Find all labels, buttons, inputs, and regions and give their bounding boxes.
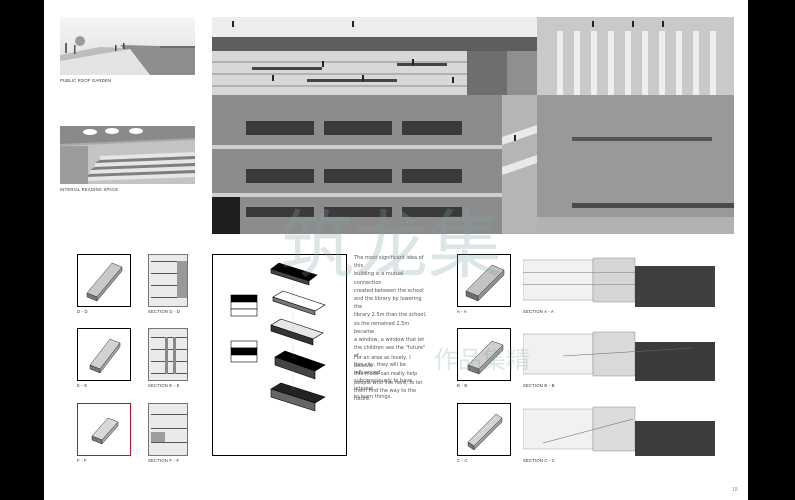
model-f-axonometric — [91, 417, 119, 445]
section-e-drawing — [148, 328, 188, 381]
model-f-box-highlighted — [77, 403, 131, 456]
page-number: 19 — [732, 487, 738, 493]
model-d-axonometric — [86, 262, 123, 302]
concept-paragraph-2: For an area as lovely, I believe this mo… — [354, 355, 423, 403]
concept-paragraph-1: The most significant idea of this buildi… — [354, 255, 427, 401]
section-f-drawing — [148, 403, 188, 456]
roof-garden-caption: PUBLIC ROOF GARDEN — [60, 78, 112, 83]
watermark-title: 筑龙集 — [280, 203, 502, 289]
section-a-drawing — [523, 254, 715, 307]
section-b-caption: SECTION B - B — [523, 383, 555, 388]
section-f-caption: SECTION F - F — [148, 458, 180, 463]
section-d-caption: SECTION D - D — [148, 309, 181, 314]
exploded-axonometric-diagram — [230, 262, 326, 412]
section-a-caption: SECTION A - A — [523, 309, 554, 314]
model-c-box — [457, 403, 511, 456]
section-c-caption: SECTION C - C — [523, 458, 556, 463]
facade-render-image — [212, 17, 734, 234]
model-b-axonometric — [467, 340, 504, 375]
roof-garden-image — [60, 17, 195, 75]
section-d-drawing — [148, 254, 188, 307]
model-a-box — [457, 254, 511, 307]
model-b-box — [457, 328, 511, 381]
model-e-caption: E - E — [77, 383, 88, 388]
model-f-caption: F - F — [77, 458, 87, 463]
portfolio-page: PUBLIC ROOF GARDEN INTERIAL READING SP — [44, 0, 748, 500]
model-d-caption: D - D — [77, 309, 88, 314]
section-c-drawing — [523, 403, 715, 456]
model-e-box — [77, 328, 131, 381]
section-b-drawing — [523, 328, 715, 381]
reading-space-image — [60, 126, 195, 184]
model-a-caption: A - A — [457, 309, 467, 314]
reading-space-caption: INTERIAL READING SPACE — [60, 187, 119, 192]
model-e-axonometric — [89, 338, 121, 374]
concept-diagram-box — [212, 254, 347, 456]
section-e-caption: SECTION E - E — [148, 383, 180, 388]
model-c-caption: C - C — [457, 458, 468, 463]
model-b-caption: B - B — [457, 383, 468, 388]
model-c-axonometric — [467, 413, 503, 451]
model-a-axonometric — [465, 264, 505, 302]
watermark-subtitle: 作品集精 — [434, 346, 530, 374]
model-d-box — [77, 254, 131, 307]
